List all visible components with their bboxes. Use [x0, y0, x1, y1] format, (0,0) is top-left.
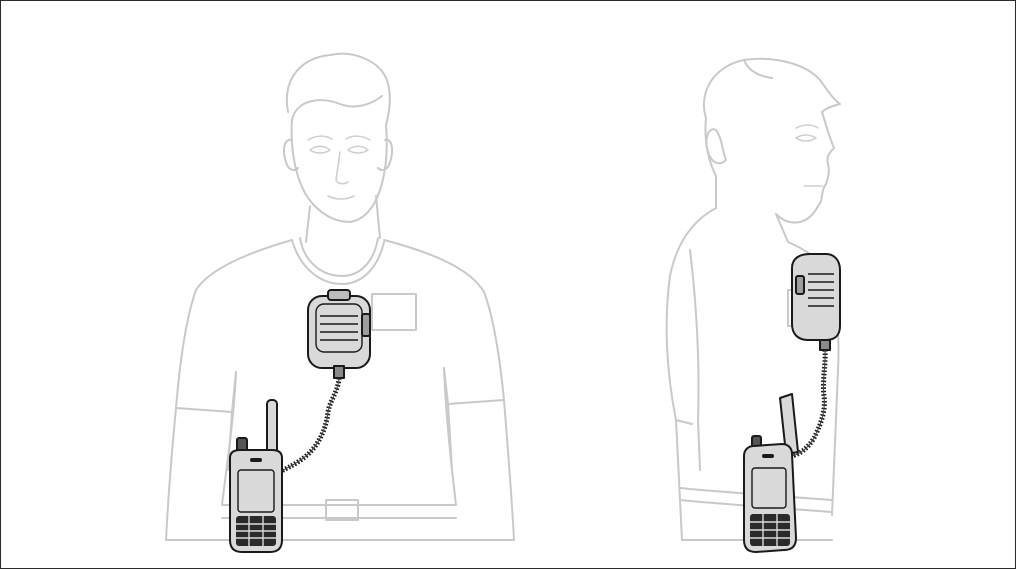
side-speaker-mic	[792, 254, 840, 350]
side-view	[667, 59, 840, 552]
front-radio	[230, 400, 282, 552]
front-speaker-mic	[308, 290, 370, 378]
side-radio	[744, 394, 798, 552]
front-coiled-cord	[276, 378, 339, 474]
side-radio-keypad	[750, 514, 790, 546]
front-view	[166, 54, 514, 552]
front-radio-keypad	[236, 516, 276, 546]
